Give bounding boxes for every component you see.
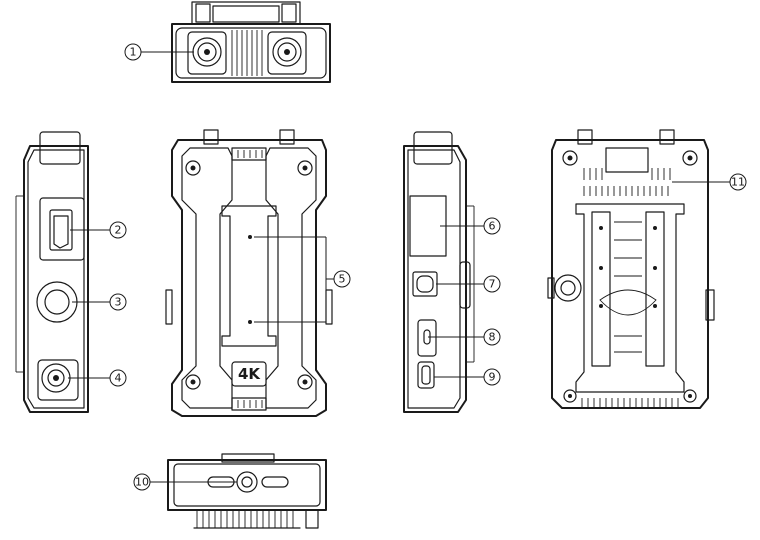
callout-9: 9 xyxy=(434,368,501,386)
callout-7: 7 xyxy=(436,275,501,293)
svg-text:6: 6 xyxy=(489,220,496,233)
svg-text:4: 4 xyxy=(115,372,122,385)
back-view xyxy=(547,129,715,409)
bottom-view xyxy=(167,453,327,529)
svg-text:5: 5 xyxy=(339,273,346,286)
svg-text:11: 11 xyxy=(731,176,745,189)
callout-3: 3 xyxy=(72,293,127,311)
left-side-view xyxy=(15,131,89,413)
svg-text:3: 3 xyxy=(115,296,122,309)
top-view xyxy=(171,1,331,83)
svg-text:8: 8 xyxy=(489,331,496,344)
callout-5: 5 xyxy=(254,236,351,323)
svg-text:1: 1 xyxy=(130,46,137,59)
callout-8: 8 xyxy=(428,328,501,346)
callout-10: 10 xyxy=(133,473,237,491)
svg-text:2: 2 xyxy=(115,224,122,237)
front-view: 4K xyxy=(165,129,333,417)
front-4k-badge: 4K xyxy=(238,365,261,383)
callout-6: 6 xyxy=(440,217,501,235)
right-side-view xyxy=(403,131,475,413)
svg-text:7: 7 xyxy=(489,278,496,291)
callout-1: 1 xyxy=(124,43,194,61)
callout-11: 11 xyxy=(672,173,747,191)
svg-text:9: 9 xyxy=(489,371,496,384)
callout-4: 4 xyxy=(68,369,127,387)
svg-text:10: 10 xyxy=(135,476,149,489)
callout-2: 2 xyxy=(70,221,127,239)
